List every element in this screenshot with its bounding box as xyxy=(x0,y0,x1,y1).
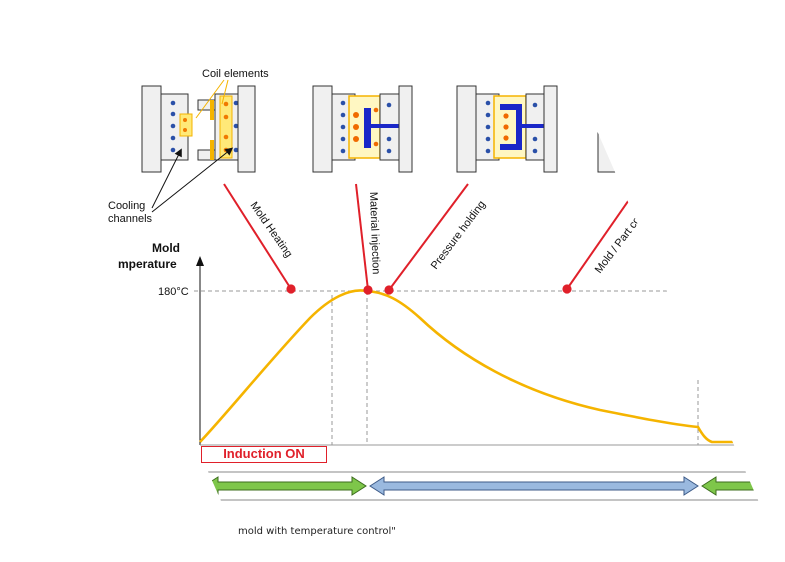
cooling-channels-callout xyxy=(151,147,234,213)
y-axis-title-2: mperature xyxy=(118,257,177,271)
stage-markers xyxy=(223,183,641,295)
y-axis-title-1: Mold xyxy=(152,241,180,255)
mold-diagram-holding xyxy=(456,85,558,173)
heating-phase-arrow xyxy=(203,476,367,496)
caption: mold with temperature control" xyxy=(238,526,396,537)
coil-elements-callout xyxy=(195,79,229,119)
induction-on-label: Induction ON xyxy=(201,446,327,463)
mold-diagram-heating xyxy=(141,85,256,173)
y-axis-arrowhead xyxy=(196,256,204,266)
mold-diagram-injection xyxy=(312,85,413,173)
cooling-phase-arrow xyxy=(369,476,699,496)
temperature-tick-label: 180°C xyxy=(158,286,189,298)
cooling-channels-label-1: Cooling xyxy=(108,200,145,212)
cooling-channels-label-2: channels xyxy=(108,213,153,225)
stage-label-injection: Material injection xyxy=(367,192,382,275)
coil-elements-label: Coil elements xyxy=(202,68,269,80)
temperature-curve xyxy=(199,289,760,444)
